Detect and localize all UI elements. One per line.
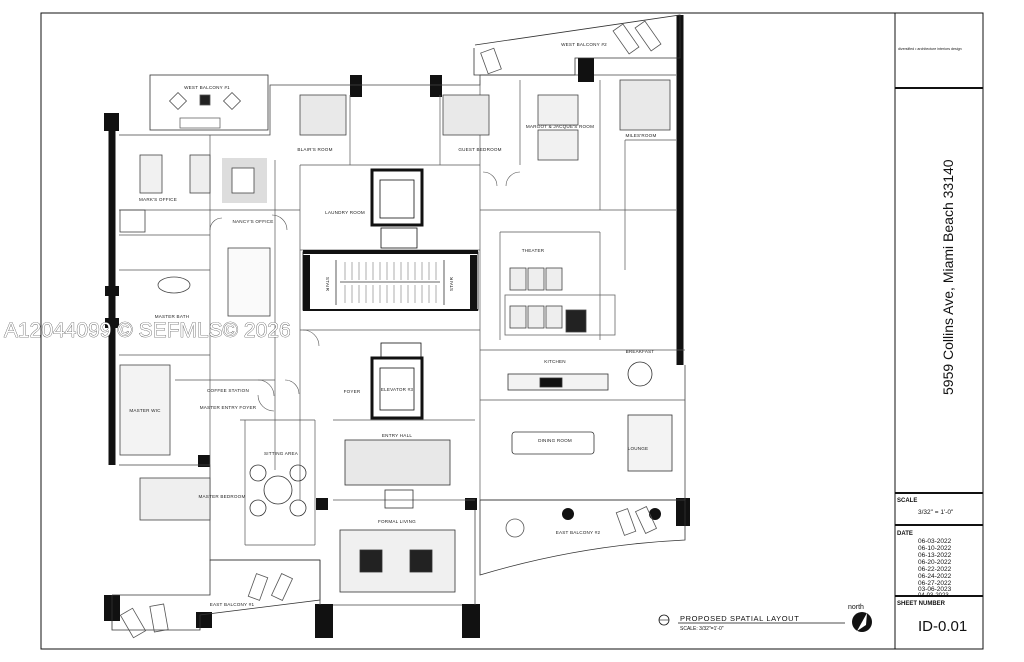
east-balcony-2 — [479, 499, 686, 576]
east-balcony-1 — [111, 559, 321, 639]
date-5: 06-22-2022 — [918, 566, 952, 573]
scale-value: 3/32" = 1'-0" — [918, 509, 954, 516]
drawing-title-text: PROPOSED SPATIAL LAYOUT — [680, 614, 799, 623]
date-3: 06-13-2022 — [918, 552, 952, 559]
room-labels: WEST BALCONY #1 WEST BALCONY #2 BLAIR'S … — [129, 42, 656, 607]
beds — [139, 79, 671, 521]
office-furniture — [119, 154, 271, 456]
floor-plan — [104, 14, 690, 639]
date-7: 06-27-2022 — [918, 580, 952, 587]
date-heading: DATE — [897, 531, 913, 537]
label-sitting-area: SITTING AREA — [264, 451, 299, 456]
title-block: diversified • architecture interiors des… — [894, 13, 983, 649]
label-stair-b: STAIR — [449, 276, 454, 291]
elevator-shafts — [370, 168, 424, 420]
label-master-entry-foyer: MASTER ENTRY FOYER — [200, 405, 257, 410]
sheet-number-heading: SHEET NUMBER — [897, 601, 946, 607]
formal-living — [249, 439, 456, 593]
label-master-bath: MASTER BATH — [155, 314, 190, 319]
date-4: 06-20-2022 — [918, 559, 952, 566]
door-swings — [209, 171, 521, 412]
date-2: 06-10-2022 — [918, 545, 952, 552]
theater-seats — [509, 267, 587, 333]
north-label: north — [848, 604, 864, 611]
label-breakfast: BREAKFAST — [626, 349, 655, 354]
label-elevator: ELEVATOR #3 — [381, 387, 414, 392]
label-stair-a: STAIR — [325, 277, 330, 292]
kitchen-dining — [504, 294, 673, 472]
date-9: 04-03-2023 — [918, 593, 949, 599]
west-balcony-1 — [149, 74, 269, 131]
label-blairs-room: BLAIR'S ROOM — [297, 147, 332, 152]
label-foyer: FOYER — [344, 389, 361, 394]
label-dining-room: DINING ROOM — [538, 438, 572, 443]
label-theater: THEATER — [522, 248, 545, 253]
label-kitchen: KITCHEN — [544, 359, 566, 364]
label-marks-office: MARK'S OFFICE — [139, 197, 177, 202]
stair — [302, 250, 479, 311]
date-8: 03-06-2023 — [918, 586, 952, 593]
scale-heading: SCALE — [897, 498, 917, 504]
label-west-balcony-2: WEST BALCONY #2 — [561, 42, 607, 47]
label-formal-living: FORMAL LIVING — [378, 519, 416, 524]
date-1: 06-03-2022 — [918, 538, 952, 545]
label-east-balcony-1: EAST BALCONY #1 — [210, 602, 255, 607]
drawing-title: PROPOSED SPATIAL LAYOUT SCALE: 3/32"=1'-… — [658, 604, 872, 632]
firm-line: diversified • architecture interiors des… — [898, 47, 962, 51]
label-lounge: LOUNGE — [628, 446, 649, 451]
label-master-wic: MASTER WIC — [129, 408, 161, 413]
exterior-walls — [104, 15, 690, 638]
label-guest-bedroom: GUEST BEDROOM — [458, 147, 501, 152]
address-text: 5959 Collins Ave, Miami Beach 33140 — [940, 159, 956, 395]
label-coffee-station: COFFEE STATION — [207, 388, 249, 393]
sheet-number: ID-0.01 — [918, 618, 967, 635]
label-laundry-room: LAUNDRY ROOM — [325, 210, 365, 215]
sheet-border — [40, 12, 984, 650]
label-miles-room: MILES'ROOM — [626, 133, 657, 138]
label-west-balcony-1: WEST BALCONY #1 — [184, 85, 230, 90]
label-nancys-office: NANCY'S OFFICE — [233, 219, 274, 224]
date-6: 06-24-2022 — [918, 573, 952, 580]
label-east-balcony-2: EAST BALCONY #2 — [556, 530, 601, 535]
label-master-bedroom: MASTER BEDROOM — [199, 494, 246, 499]
partitions — [119, 80, 685, 546]
drawing-scale-text: SCALE: 3/32"=1'-0" — [680, 626, 724, 632]
label-entry-hall: ENTRY HALL — [382, 433, 412, 438]
watermark-text: A12044099 © SEFMLS© 2026 — [4, 319, 291, 342]
label-margot-jacques-room: MARGOT & JACQUE'S ROOM — [526, 124, 594, 129]
west-balcony-2 — [473, 14, 681, 76]
